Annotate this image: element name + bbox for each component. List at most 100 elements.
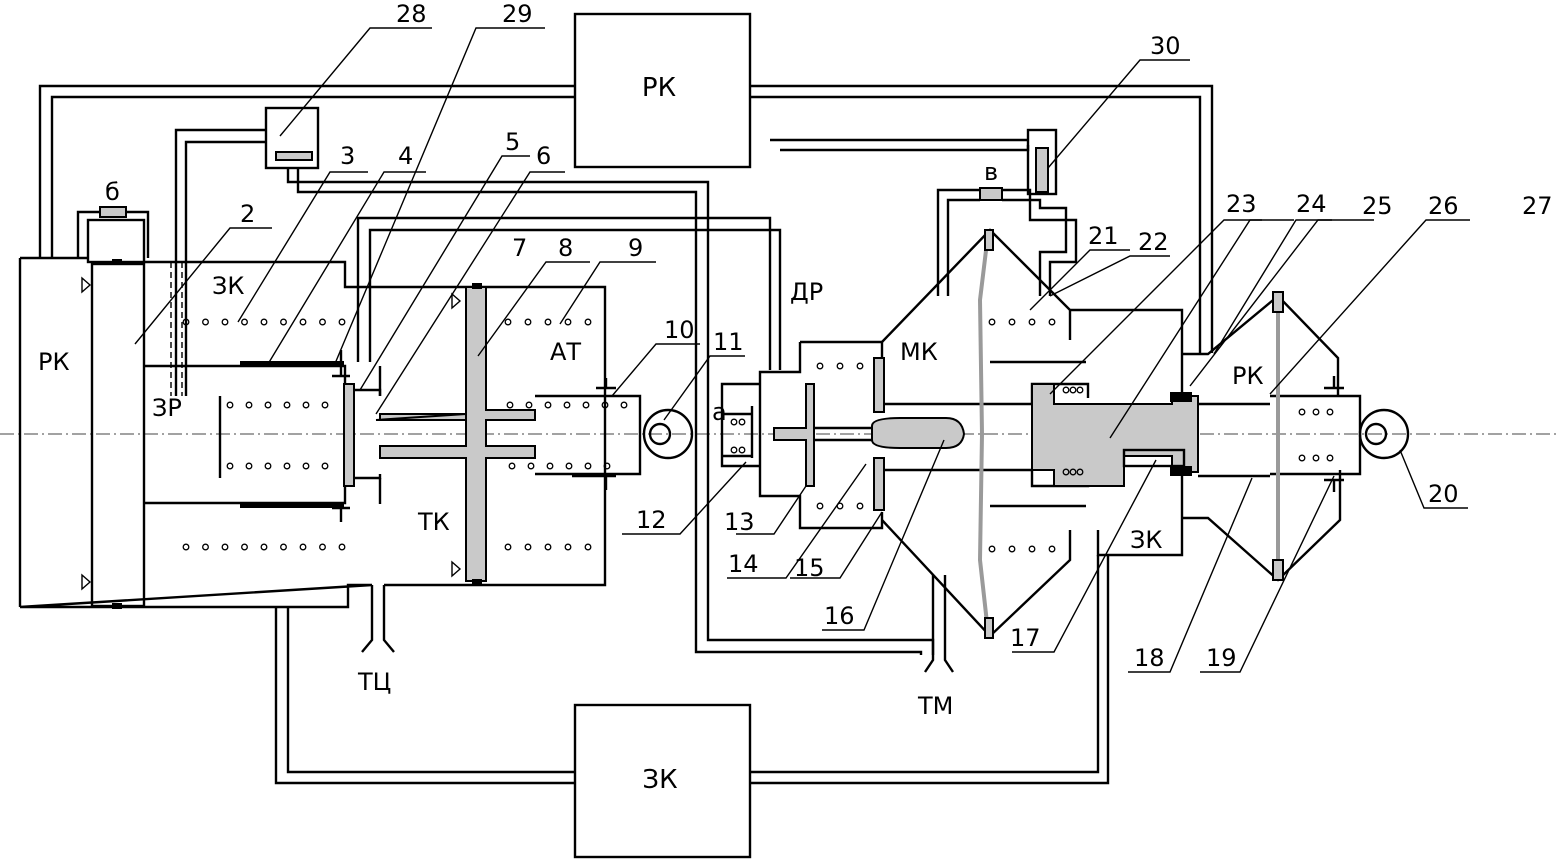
label-zr: ЗР xyxy=(152,394,182,422)
spring-coil-dot xyxy=(1008,545,1016,553)
callout-10: 10 xyxy=(664,316,695,344)
label-mk: МК xyxy=(900,338,938,366)
callout-16: 16 xyxy=(824,602,855,630)
spring-coil-dot xyxy=(280,318,287,326)
spring-coil-dot xyxy=(544,543,552,551)
callout-15: 15 xyxy=(794,554,825,582)
spring-coil-dot xyxy=(544,401,552,409)
spring-coil-dot xyxy=(299,318,307,326)
spring-coil-dot xyxy=(601,401,609,409)
spring-coil-dot xyxy=(816,502,824,510)
right-cone-chamber xyxy=(1182,291,1410,582)
spring-coil-dot xyxy=(260,318,268,326)
spring-coil-dot xyxy=(584,318,592,326)
label-port-a: а xyxy=(712,398,727,426)
spring-coil-dot xyxy=(1069,468,1077,476)
spring-coil-dot xyxy=(565,462,573,470)
callout-20: 20 xyxy=(1428,480,1459,508)
spring-coil-dot xyxy=(319,318,326,326)
callout-9: 9 xyxy=(628,234,643,262)
spring-coil-dot xyxy=(584,543,592,551)
pipe-network xyxy=(38,84,1214,785)
callout-27: 27 xyxy=(1522,192,1553,220)
spring-coil-dot xyxy=(1062,468,1070,476)
spring-coil-dot xyxy=(241,318,248,326)
spring-coil-dot xyxy=(738,446,746,454)
spring-coil-dot xyxy=(226,401,234,409)
callout-30: 30 xyxy=(1150,32,1181,60)
spring-coil-dot xyxy=(524,318,532,326)
spring-coil-dot xyxy=(564,543,572,551)
spring-coil-dot xyxy=(836,362,844,370)
spring-coil-dot xyxy=(856,502,864,510)
callout-18: 18 xyxy=(1134,644,1165,672)
callout-29: 29 xyxy=(502,0,533,28)
callout-12: 12 xyxy=(636,506,667,534)
spring-coil-dot xyxy=(506,401,514,409)
spring-coil-dot xyxy=(1008,318,1016,326)
spring-coil-dot xyxy=(202,318,209,326)
spring-coil-dot xyxy=(504,318,512,326)
spring-coil-dot xyxy=(1298,408,1306,416)
zk-reservoir-label: ЗК xyxy=(642,765,677,795)
callout-13: 13 xyxy=(724,508,755,536)
spring-coil-dot xyxy=(730,446,738,454)
spring-coil-dot xyxy=(302,462,310,470)
spring-coil-dot xyxy=(1028,318,1036,326)
callout-22: 22 xyxy=(1138,228,1169,256)
callout-21: 21 xyxy=(1088,222,1119,250)
left-springs xyxy=(182,318,628,551)
spring-coil-dot xyxy=(241,543,248,551)
spring-coil-dot xyxy=(319,543,326,551)
spring-coil-dot xyxy=(1076,468,1084,476)
callout-5: 5 xyxy=(505,128,520,156)
spring-coil-dot xyxy=(221,318,229,326)
callout-25: 25 xyxy=(1362,192,1393,220)
label-port-v: в xyxy=(984,158,998,186)
spring-coil-dot xyxy=(182,543,190,551)
spring-coil-dot xyxy=(283,462,291,470)
callout-7: 7 xyxy=(512,234,527,262)
spring-coil-dot xyxy=(544,318,552,326)
spring-coil-dot xyxy=(1326,408,1334,416)
spring-coil-dot xyxy=(603,462,611,470)
label-rk-right: РК xyxy=(1232,362,1264,390)
spring-coil-dot xyxy=(338,543,346,551)
spring-coil-dot xyxy=(264,462,272,470)
spring-coil-dot xyxy=(620,401,628,409)
label-dr: ДР xyxy=(790,278,823,306)
callout-24: 24 xyxy=(1296,190,1327,218)
spring-coil-dot xyxy=(738,418,746,426)
callout-28: 28 xyxy=(396,0,427,28)
callout-3: 3 xyxy=(340,142,355,170)
label-at: АТ xyxy=(550,338,581,366)
spring-coil-dot xyxy=(582,401,590,409)
spring-coil-dot xyxy=(508,462,516,470)
spring-coil-dot xyxy=(226,462,234,470)
right-valve-body xyxy=(264,106,1270,639)
leader-lines xyxy=(134,27,1470,673)
zk-reservoir-box xyxy=(573,703,752,859)
callout-26: 26 xyxy=(1428,192,1459,220)
callout-numbers: 2 3 4 5 6 7 8 9 10 11 12 13 14 15 16 17 … xyxy=(240,0,1553,672)
spring-coil-dot xyxy=(1062,386,1070,394)
callout-4: 4 xyxy=(398,142,413,170)
callout-17: 17 xyxy=(1010,624,1041,652)
callout-11: 11 xyxy=(713,328,744,356)
callout-6: 6 xyxy=(536,142,551,170)
spring-coil-dot xyxy=(245,401,253,409)
spring-coil-dot xyxy=(1326,454,1334,462)
label-rk-left: РК xyxy=(38,348,70,376)
spring-coil-dot xyxy=(321,462,329,470)
spring-coil-dot xyxy=(321,401,329,409)
spring-coil-dot xyxy=(221,543,229,551)
spring-coil-dot xyxy=(564,318,572,326)
spring-coil-dot xyxy=(524,543,532,551)
spring-coil-dot xyxy=(856,362,864,370)
right-springs xyxy=(730,318,1334,553)
zone-labels: РК ЗК ЗР АТ ТК ТЦ ДР МК ТМ РК ЗК а б в xyxy=(38,158,1264,720)
spring-coil-dot xyxy=(245,462,253,470)
spring-coil-dot xyxy=(1069,386,1077,394)
spring-coil-dot xyxy=(338,318,346,326)
